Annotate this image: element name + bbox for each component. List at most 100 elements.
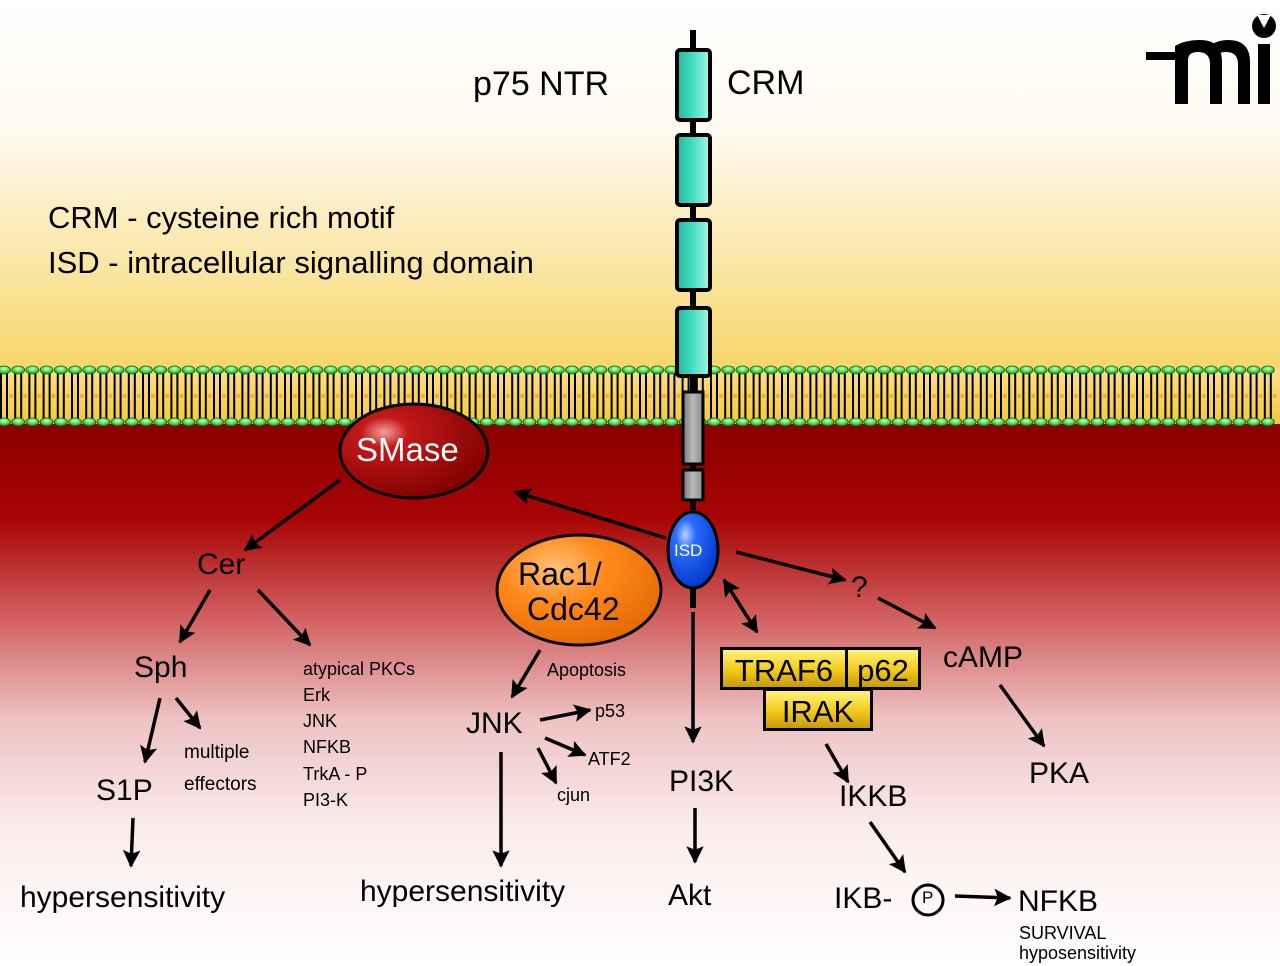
lipid-head-outer: [1189, 365, 1204, 375]
lipid-head-outer: [607, 365, 622, 375]
lipid-head-outer: [494, 365, 508, 375]
lipid-head-inner: [266, 417, 281, 427]
lipid-junction: [946, 394, 951, 398]
cer-target: TrkA - P: [303, 764, 368, 784]
lipid-junction: [463, 394, 468, 398]
lipid-head-outer: [1161, 365, 1176, 375]
lipid-head-outer: [1175, 365, 1190, 375]
lipid-head-inner: [1204, 417, 1218, 427]
lipid-head-inner: [1033, 417, 1048, 427]
lipid-head-outer: [1147, 365, 1162, 375]
lipid-head-outer: [153, 365, 168, 375]
lipid-head-inner: [1232, 417, 1247, 427]
lipid-head-inner: [11, 417, 26, 427]
lipid-head-outer: [139, 365, 153, 375]
lipid-head-inner: [707, 417, 721, 427]
arrow-question-to-camp: [877, 596, 937, 630]
cer-label: Cer: [197, 548, 246, 581]
cytoplasm: [0, 420, 1280, 966]
lipid-head-inner: [1062, 417, 1076, 427]
lipid-head-inner: [1076, 417, 1091, 427]
lipid-junction: [974, 394, 979, 398]
p75-ntr-receptor: [675, 30, 712, 608]
lipid-head-outer: [565, 365, 579, 375]
lipid-head-inner: [607, 417, 622, 427]
lipid-head-outer: [621, 365, 636, 375]
smase-label: SMase: [356, 431, 459, 468]
lipid-junction: [633, 394, 638, 398]
irak-label: IRAK: [781, 694, 855, 729]
lipid-head-inner: [337, 417, 352, 427]
lipid-head-inner: [735, 417, 750, 427]
lipid-junction: [1059, 394, 1064, 398]
lipid-junction: [491, 394, 496, 398]
lipid-junction: [719, 394, 723, 398]
lipid-head-inner: [210, 417, 224, 427]
arrow-s1p-to-hyper: [122, 817, 141, 868]
lipid-junction: [179, 394, 184, 398]
cer-target: JNK: [303, 711, 338, 731]
lipid-head-outer: [380, 365, 395, 375]
atf2-label: ATF2: [588, 749, 631, 769]
lipid-junction: [1045, 394, 1050, 398]
lipid-head-outer: [82, 365, 97, 375]
apoptosis-label: Apoptosis: [547, 660, 627, 680]
lipid-head-outer: [1005, 365, 1020, 375]
lipid-junction: [733, 394, 738, 398]
lipid-junction: [520, 394, 525, 398]
lipid-head-inner: [309, 417, 324, 427]
isd-label: ISD: [674, 541, 703, 560]
lipid-head-outer: [863, 365, 878, 375]
lipid-head-inner: [1133, 417, 1147, 427]
transmembrane-segment: [681, 390, 705, 466]
lipid-head-inner: [1118, 417, 1133, 427]
lipid-junction: [988, 394, 993, 398]
lipid-head-inner: [863, 417, 878, 427]
lipid-junction: [1003, 394, 1007, 398]
lipid-head-outer: [1090, 365, 1105, 375]
lipid-junction: [378, 394, 383, 398]
lipid-head-outer: [252, 365, 267, 375]
phosphate-circle: [911, 883, 945, 917]
lipid-head-inner: [579, 417, 594, 427]
lipid-head-inner: [224, 417, 239, 427]
multiple-label: multiple: [184, 742, 250, 763]
lipid-junction: [264, 394, 269, 398]
isd-domain: [666, 510, 720, 590]
lipid-head-inner: [110, 417, 125, 427]
lipid-head-outer: [295, 365, 310, 375]
lipid-head-outer: [1232, 365, 1247, 375]
lipid-head-inner: [991, 417, 1005, 427]
hyposensitivity-label: hyposensitivity: [1019, 943, 1137, 963]
phosphate-label: P: [922, 888, 934, 907]
rac1-label: Rac1/: [518, 556, 602, 592]
lipid-head-inner: [1005, 417, 1020, 427]
lipid-head-outer: [266, 365, 281, 375]
cer-target: atypical PKCs: [303, 659, 416, 679]
lipid-junction: [676, 394, 681, 398]
lipid-head-outer: [962, 365, 977, 375]
lipid-head-outer: [1118, 365, 1133, 375]
lipid-head-inner: [68, 417, 82, 427]
pka-label: PKA: [1029, 757, 1090, 790]
lipid-junction: [875, 394, 880, 398]
lipid-head-outer: [849, 365, 863, 375]
lipid-head-inner: [905, 417, 920, 427]
lipid-head-outer: [650, 365, 665, 375]
lipid-head-outer: [1033, 365, 1048, 375]
lipid-head-outer: [1204, 365, 1218, 375]
lipid-head-inner: [139, 417, 153, 427]
lipid-head-inner: [621, 417, 636, 427]
lipid-head-outer: [550, 365, 565, 375]
lipid-junction: [534, 394, 539, 398]
lipid-junction: [108, 394, 113, 398]
lipid-head-inner: [238, 417, 253, 427]
arrow-sph-to-effectors: [174, 696, 202, 730]
lipid-head-outer: [479, 365, 494, 375]
p62-label: p62: [857, 653, 909, 688]
lipid-junction: [1173, 394, 1178, 398]
lipid-head-inner: [479, 417, 494, 427]
lipid-head-outer: [593, 365, 608, 375]
p62-box: p62: [845, 647, 921, 690]
